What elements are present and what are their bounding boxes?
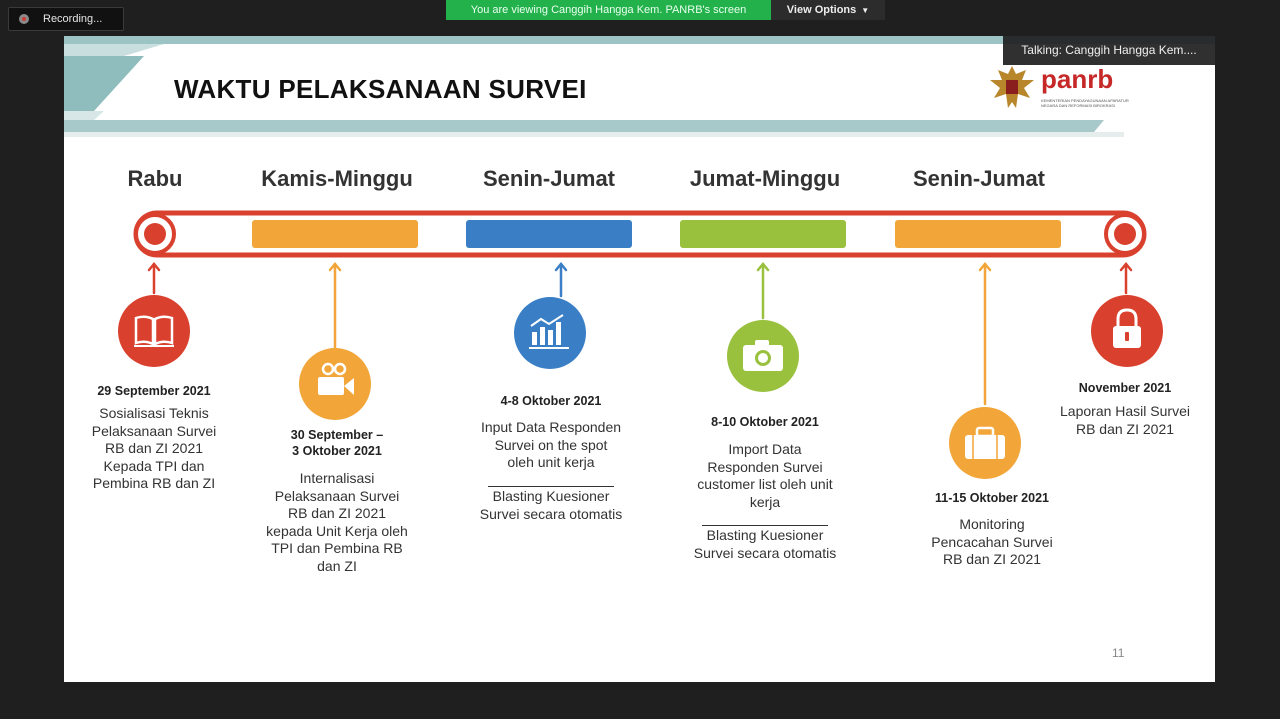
garuda-emblem-icon bbox=[990, 66, 1034, 108]
day-label-5: Senin-Jumat bbox=[912, 166, 1046, 191]
event-desc-3: Input Data Responden Survei on the spot … bbox=[461, 419, 641, 472]
desc-line: Survei secara otomatis bbox=[479, 505, 623, 522]
desc-line: Internalisasi bbox=[299, 470, 375, 486]
desc-line: oleh unit kerja bbox=[507, 454, 595, 470]
shared-slide: WAKTU PELAKSANAAN SURVEI panrb KEMENTERI… bbox=[64, 36, 1215, 682]
event-date-4: 8-10 Oktober 2021 bbox=[711, 415, 819, 429]
camera-icon bbox=[727, 320, 799, 392]
desc-line: RB dan ZI 2021 bbox=[1075, 420, 1175, 437]
desc-line: Input Data Responden bbox=[480, 419, 622, 435]
book-icon bbox=[118, 295, 190, 367]
recording-label: Recording... bbox=[43, 13, 103, 25]
date-line: 30 September – bbox=[290, 428, 384, 442]
desc-line: kerja bbox=[749, 493, 781, 510]
view-options-button[interactable]: View Options ▼ bbox=[771, 0, 885, 20]
briefcase-icon bbox=[949, 407, 1021, 479]
event-desc2-3: Blasting Kuesioner Survei secara otomati… bbox=[461, 488, 641, 523]
desc-line: RB dan ZI 2021 bbox=[287, 505, 387, 521]
day-label-3: Senin-Jumat bbox=[482, 166, 616, 191]
desc-line: Responden Survei bbox=[707, 458, 823, 475]
event-date-5: 11-15 Oktober 2021 bbox=[935, 491, 1049, 505]
date-line: 3 Oktober 2021 bbox=[292, 444, 382, 458]
desc-line: Pencacahan Survei bbox=[931, 533, 1053, 550]
event-desc-4: Import Data Responden Survei customer li… bbox=[675, 441, 855, 511]
talking-indicator: Talking: Canggih Hangga Kem.... bbox=[1003, 35, 1215, 65]
desc-line: Monitoring bbox=[959, 516, 1025, 532]
header-band-top bbox=[64, 36, 1215, 44]
viewing-banner: You are viewing Canggih Hangga Kem. PANR… bbox=[446, 0, 771, 20]
desc-line: Blasting Kuesioner bbox=[492, 488, 610, 504]
event-date-2: 30 September – 3 Oktober 2021 bbox=[247, 427, 427, 459]
desc-line: Kepada TPI dan bbox=[103, 457, 205, 474]
desc-line: Pelaksanaan Survei bbox=[91, 422, 217, 439]
desc-line: Survei secara otomatis bbox=[693, 544, 837, 561]
desc-line: Sosialisasi Teknis bbox=[99, 405, 209, 421]
event-desc-5: Monitoring Pencacahan Survei RB dan ZI 2… bbox=[902, 516, 1082, 569]
desc-line: kepada Unit Kerja oleh bbox=[266, 522, 408, 539]
event-date-1: 29 September 2021 bbox=[97, 384, 211, 398]
timeline-arrows bbox=[147, 262, 1133, 406]
event-desc-1: Sosialisasi Teknis Pelaksanaan Survei RB… bbox=[74, 405, 234, 493]
day-label-4: Jumat-Minggu bbox=[689, 166, 841, 191]
timeline-bar bbox=[133, 210, 1147, 258]
day-label-1: Rabu bbox=[127, 166, 183, 191]
recording-indicator[interactable]: Recording... bbox=[8, 7, 124, 31]
desc-line: customer list oleh unit bbox=[697, 476, 833, 492]
event-date-6: November 2021 bbox=[1078, 381, 1172, 395]
desc-line: RB dan ZI 2021 bbox=[104, 440, 204, 456]
desc-line: Blasting Kuesioner bbox=[706, 527, 824, 543]
panrb-logo-subtext: KEMENTERIAN PENDAYAGUNAAN APARATUR NEGAR… bbox=[1041, 98, 1129, 108]
event-desc-6: Laporan Hasil Survei RB dan ZI 2021 bbox=[1045, 403, 1205, 438]
desc-line: Pembina RB dan ZI bbox=[92, 475, 216, 491]
page-number: 11 bbox=[1112, 646, 1125, 660]
desc-line: Import Data bbox=[728, 441, 802, 457]
divider-line bbox=[702, 525, 828, 526]
padlock-icon bbox=[1091, 295, 1163, 367]
view-options-label: View Options bbox=[786, 4, 857, 16]
desc-line: Pelaksanaan Survei bbox=[274, 487, 400, 504]
bar-chart-icon bbox=[514, 297, 586, 369]
video-camera-icon bbox=[299, 348, 371, 420]
event-date-3: 4-8 Oktober 2021 bbox=[500, 394, 602, 408]
desc-line: RB dan ZI 2021 bbox=[942, 551, 1042, 567]
event-desc-2: Internalisasi Pelaksanaan Survei RB dan … bbox=[247, 470, 427, 575]
desc-line: dan ZI bbox=[317, 557, 357, 574]
divider-line bbox=[488, 486, 614, 487]
desc-line: Survei on the spot bbox=[494, 436, 608, 453]
header-decoration bbox=[64, 44, 1215, 137]
panrb-logo-text: panrb bbox=[1041, 64, 1114, 94]
slide-title: WAKTU PELAKSANAAN SURVEI bbox=[174, 74, 587, 104]
chevron-down-icon: ▼ bbox=[861, 5, 870, 15]
desc-line: TPI dan Pembina RB bbox=[271, 540, 403, 556]
day-label-2: Kamis-Minggu bbox=[261, 166, 413, 191]
record-icon bbox=[19, 14, 29, 24]
desc-line: Laporan Hasil Survei bbox=[1060, 403, 1190, 419]
event-desc2-4: Blasting Kuesioner Survei secara otomati… bbox=[675, 527, 855, 562]
